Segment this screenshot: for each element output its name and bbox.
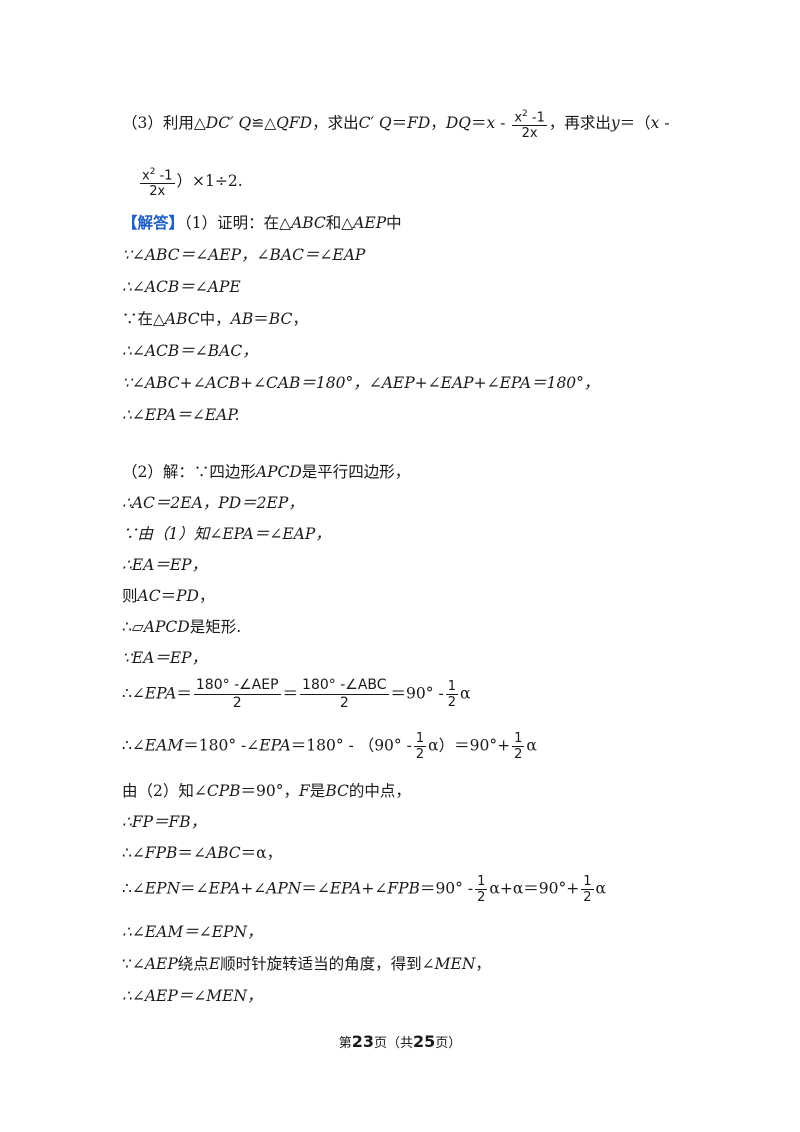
line-20: ∴FP＝FB， <box>122 813 207 831</box>
line-21: ∴∠FPB＝∠ABC＝α， <box>122 844 283 862</box>
line-10: （2）解：∵四边形APCD是平行四边形， <box>122 463 411 481</box>
line-8: ∵∠ABC+∠ACB+∠CAB＝180°，∠AEP+∠EAP+∠EPA＝180°… <box>122 374 600 392</box>
line-24: ∵∠AEP绕点E顺时针旋转适当的角度，得到∠MEN， <box>122 955 491 973</box>
line-23: ∴∠EAM＝∠EPN， <box>122 923 263 941</box>
page-number: 23 <box>351 1032 374 1051</box>
line-9: ∴∠EPA＝∠EAP. <box>122 406 240 424</box>
line-15: ∴▱APCD是矩形. <box>122 618 242 636</box>
line-3: 【解答】（1）证明：在△ABC和△AEP中 <box>122 213 402 232</box>
line-5: ∴∠ACB＝∠APE <box>122 278 241 296</box>
line-19: 由（2）知∠CPB＝90°，F是BC的中点， <box>122 782 411 800</box>
line-11: ∴AC＝2EA，PD＝2EP， <box>122 494 304 512</box>
answer-tag: 【解答】 <box>122 213 185 232</box>
line-4: ∵∠ABC＝∠AEP，∠BAC＝∠EAP <box>122 246 366 264</box>
page-total: 25 <box>413 1032 436 1051</box>
line-16: ∵EA＝EP， <box>122 649 208 667</box>
page-footer: 第23页（共25页） <box>338 1032 462 1051</box>
line-25: ∴∠AEP＝∠MEN， <box>122 987 263 1005</box>
line-14: 则AC＝PD， <box>122 587 215 605</box>
line-13: ∴EA＝EP， <box>122 556 208 574</box>
line-6: ∵在△ABC中，AB＝BC， <box>122 310 308 328</box>
line-12: ∵由（1）知∠EPA＝∠EAP， <box>122 525 331 543</box>
line-7: ∴∠ACB＝∠BAC， <box>122 342 258 360</box>
